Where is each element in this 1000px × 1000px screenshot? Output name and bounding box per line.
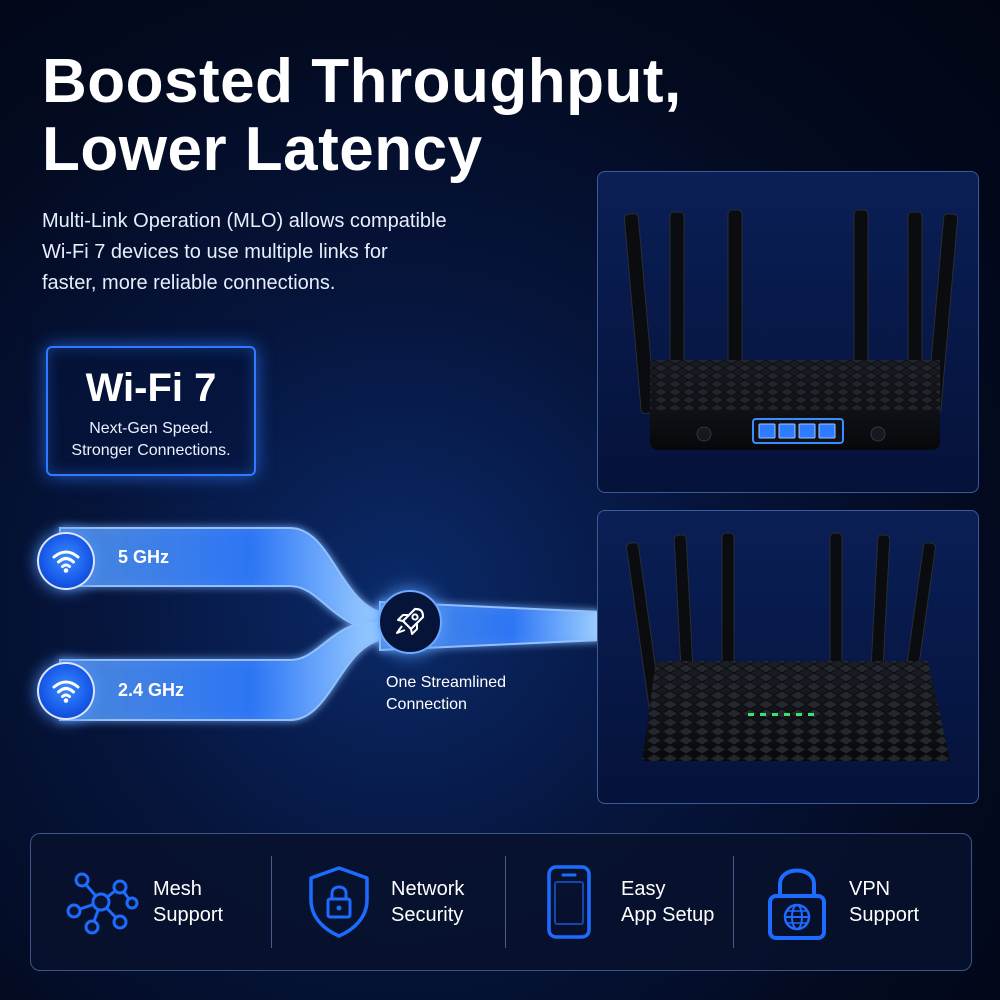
- wifi7-badge-title: Wi-Fi 7: [85, 366, 217, 410]
- band-5ghz-label: 5 GHz: [118, 547, 170, 567]
- divider: [505, 856, 506, 948]
- feature-vpn-line-1: VPN: [849, 878, 891, 900]
- router-rear-illustration: [623, 209, 959, 450]
- description-line-3: faster, more reliable connections.: [42, 272, 336, 294]
- stream-5ghz: [59, 527, 381, 634]
- divider: [733, 856, 734, 948]
- band-24ghz-label: 2.4 GHz: [118, 680, 185, 700]
- feature-network-security: Network Security: [299, 834, 464, 970]
- merged-connection-line-1: One Streamlined: [386, 674, 507, 691]
- feature-vpn-support: VPN Support: [757, 834, 919, 970]
- router-rear-photo: [597, 171, 979, 493]
- feature-app-line-1: Easy: [621, 878, 666, 900]
- feature-app-line-2: App Setup: [621, 904, 715, 926]
- shield-lock-icon: [299, 862, 379, 942]
- feature-bar: Mesh Support Network Security: [30, 833, 972, 971]
- wifi-icon: [37, 662, 95, 720]
- mesh-icon: [61, 862, 141, 942]
- description-line-1: Multi-Link Operation (MLO) allows compat…: [42, 210, 447, 232]
- feature-vpn-line-2: Support: [849, 904, 920, 926]
- router-front-illustration: [626, 532, 950, 761]
- smartphone-icon: [529, 862, 609, 942]
- feature-mesh-line-2: Support: [153, 904, 224, 926]
- divider: [271, 856, 272, 948]
- wifi7-badge-line-2: Stronger Connections.: [71, 442, 231, 459]
- headline-line-2: Lower Latency: [42, 115, 483, 184]
- headline: Boosted Throughput, Lower Latency: [42, 48, 682, 184]
- headline-line-1: Boosted Throughput,: [42, 47, 682, 116]
- description: Multi-Link Operation (MLO) allows compat…: [42, 206, 542, 299]
- wifi-icon: [37, 532, 95, 590]
- feature-mesh-line-1: Mesh: [153, 878, 202, 900]
- stream-24ghz: [59, 618, 381, 721]
- wifi7-badge-line-1: Next-Gen Speed.: [89, 420, 213, 437]
- merged-connection-line-2: Connection: [386, 696, 467, 713]
- merged-connection-label: One Streamlined Connection: [386, 672, 506, 716]
- feature-mesh-support: Mesh Support: [61, 834, 223, 970]
- wifi7-badge: Wi-Fi 7 Next-Gen Speed. Stronger Connect…: [46, 346, 256, 476]
- router-front-photo: [597, 510, 979, 804]
- description-line-2: Wi-Fi 7 devices to use multiple links fo…: [42, 241, 388, 263]
- lock-globe-icon: [757, 862, 837, 942]
- mlo-flow-diagram: [59, 527, 601, 721]
- feature-security-line-1: Network: [391, 878, 465, 900]
- rocket-icon: [378, 590, 442, 654]
- feature-security-line-2: Security: [391, 904, 464, 926]
- feature-easy-app-setup: Easy App Setup: [529, 834, 714, 970]
